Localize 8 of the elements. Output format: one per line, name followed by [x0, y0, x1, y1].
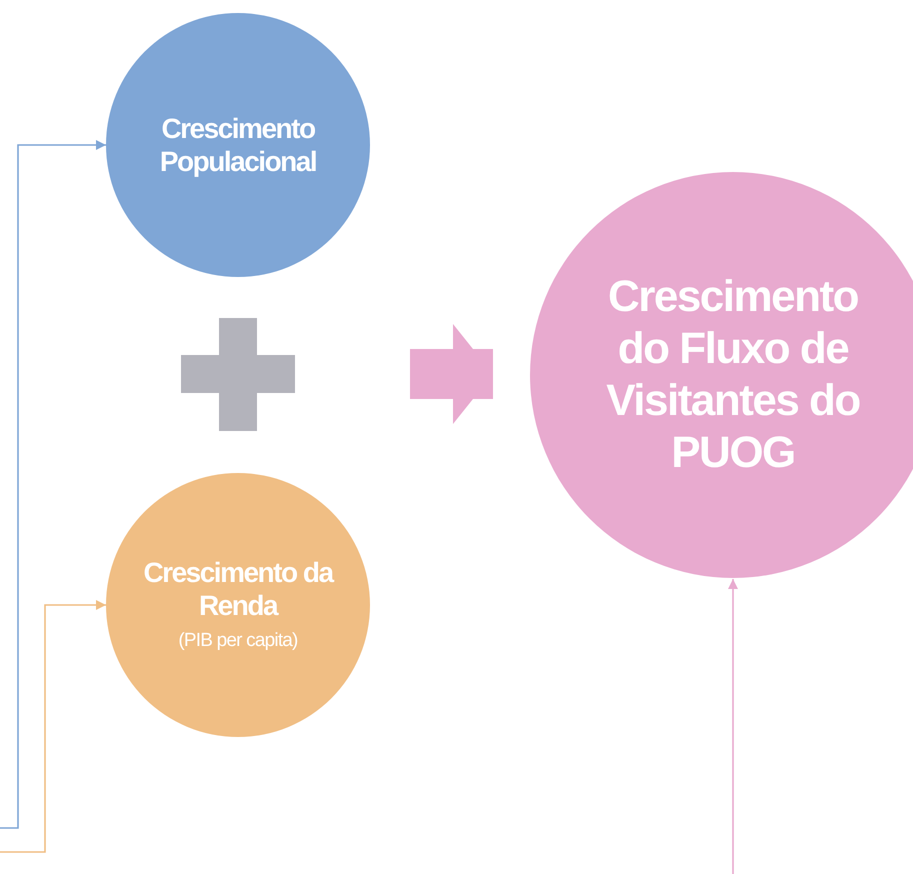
- arrow: [728, 579, 738, 874]
- arrow: [0, 600, 106, 853]
- block-arrow: [410, 324, 493, 424]
- node-title: Crescimento da Renda: [142, 556, 334, 622]
- node-subtitle: (PIB per capita): [177, 628, 299, 653]
- node-title: Crescimento do Fluxo de Visitantes do PUOG: [605, 271, 861, 479]
- arrow: [0, 140, 106, 829]
- node-title: Crescimento Populacional: [158, 112, 318, 178]
